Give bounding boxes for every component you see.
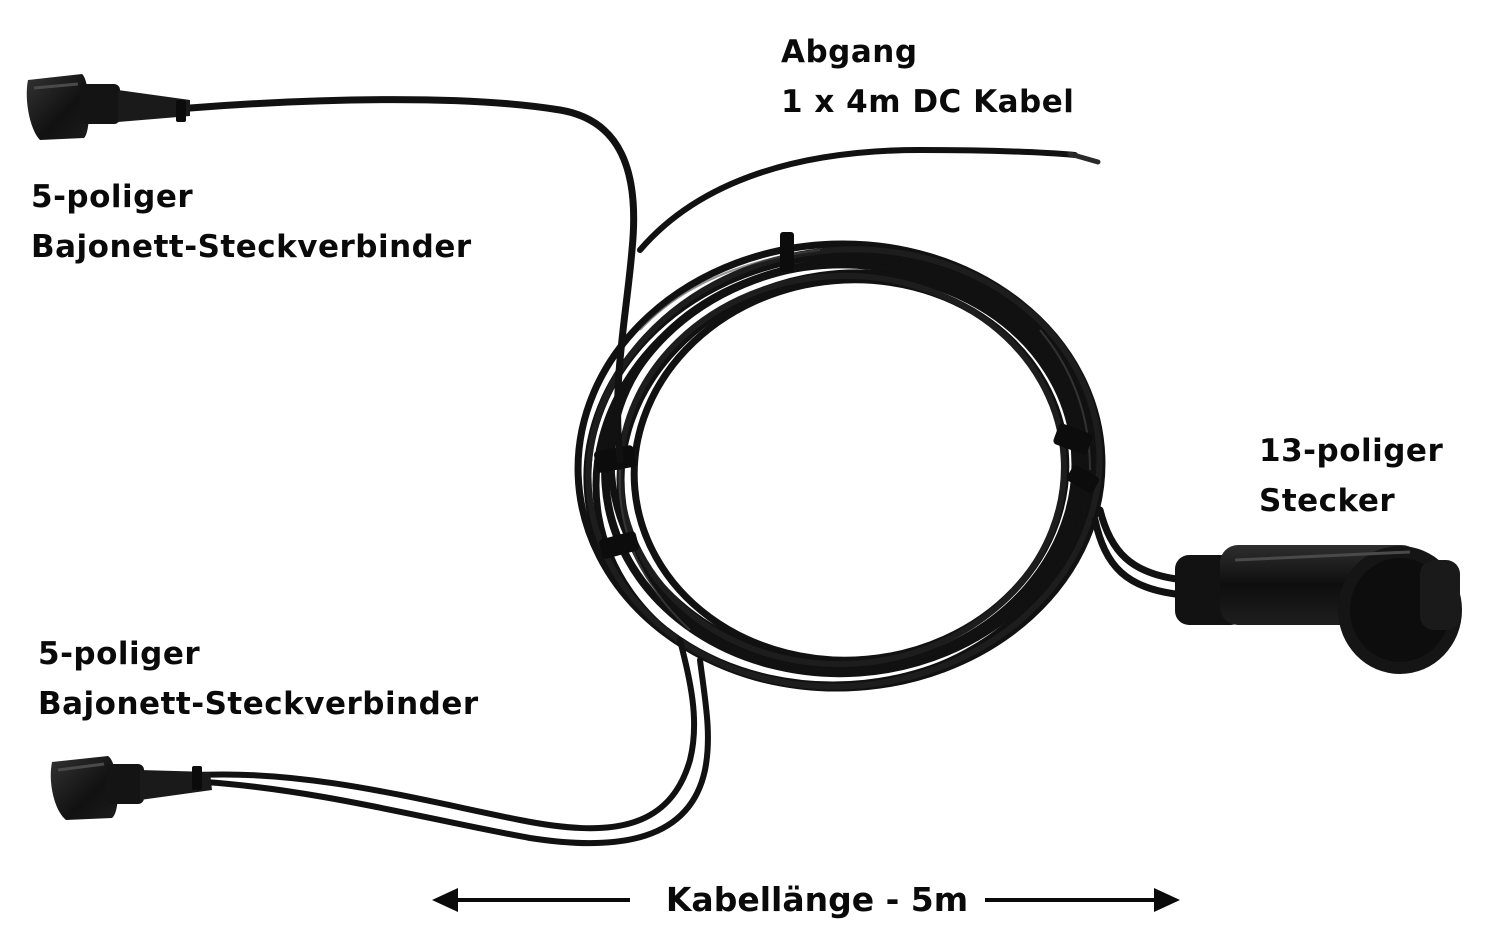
label-dc-outlet: Abgang 1 x 4m DC Kabel [781,27,1074,127]
dc-cable-end [1067,151,1101,165]
connector-bottom-left [50,756,212,820]
arrow-right-icon [985,888,1180,912]
label-plug-13pin: 13-poliger Stecker [1259,426,1443,526]
cable-bottom-left [197,637,711,847]
cable-length-dimension: Kabellänge - 5m [430,872,1182,928]
label-line: 5-poliger [38,636,201,672]
label-line: 5-poliger [31,179,194,215]
label-connector-top-left: 5-poliger Bajonett-Steckverbinder [31,172,472,272]
dimension-arrows [432,888,1180,912]
plug-13pin [1175,545,1462,674]
cable-length-text: Kabellänge - 5m [665,880,969,919]
label-line: Abgang [781,34,918,70]
label-connector-bottom-left: 5-poliger Bajonett-Steckverbinder [38,629,479,729]
connector-top-left [26,74,190,140]
label-line: Stecker [1259,483,1396,519]
cable-top-left [186,96,638,464]
label-line: Bajonett-Steckverbinder [31,229,472,265]
label-line: 13-poliger [1259,433,1444,469]
label-line: 1 x 4m DC Kabel [781,84,1075,120]
label-line: Bajonett-Steckverbinder [38,686,479,722]
arrow-left-icon [432,888,630,912]
cable-ties [594,232,1100,559]
cable-coil [574,240,1106,692]
cable-to-plug [1091,506,1189,599]
cable-dc-outlet [637,146,1078,253]
